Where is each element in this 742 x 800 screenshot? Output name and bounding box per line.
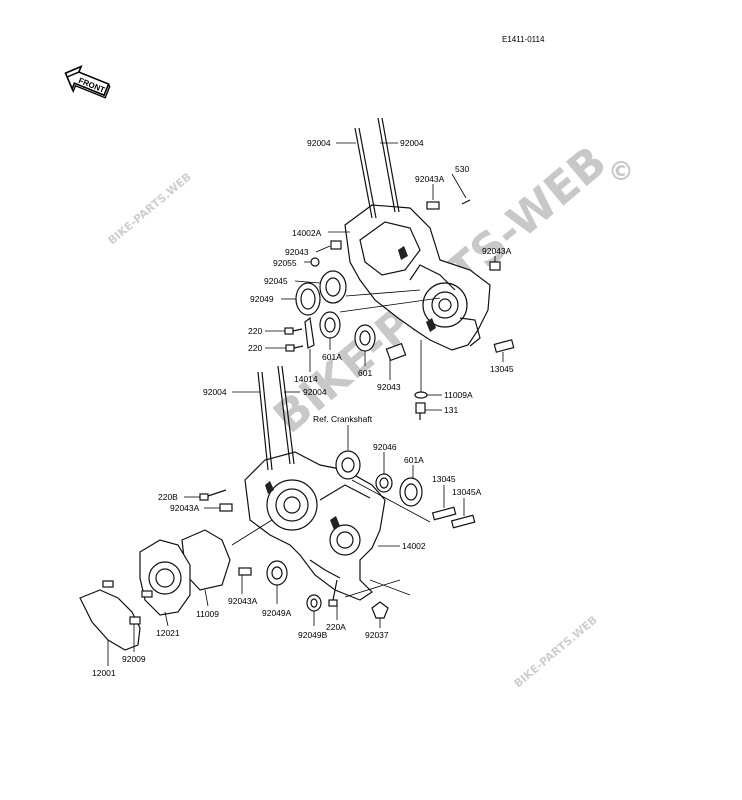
pin-530	[461, 199, 471, 205]
part-label: 92055	[273, 258, 297, 268]
part-labels: 92004 92004 530 92043A 14002A 92043 9205…	[92, 138, 514, 678]
dowel-92043-top	[330, 240, 342, 250]
dowel-92043A-low	[238, 567, 252, 576]
crankcase-right-half	[344, 204, 491, 351]
plug-131	[415, 402, 426, 420]
oil-seal-92049B	[306, 594, 322, 612]
part-label: 92049	[250, 294, 274, 304]
part-label: 92043	[285, 247, 309, 257]
crankcase-left-half	[244, 451, 386, 601]
clamp-92037	[371, 601, 389, 619]
bearing-601A-top	[319, 311, 341, 339]
leader-lines	[107, 142, 504, 666]
part-label: 11009	[196, 609, 219, 619]
part-label: 92037	[365, 630, 389, 640]
ring-92055	[310, 257, 320, 267]
part-label: 14002	[402, 541, 426, 551]
part-label: 601A	[404, 455, 424, 465]
stud-bolts-top	[354, 117, 400, 219]
bearing-92045	[319, 270, 347, 304]
part-label: 92043A	[170, 503, 200, 513]
part-label: 13045	[432, 474, 456, 484]
bracket-14014	[304, 316, 315, 349]
part-label: 220	[248, 326, 262, 336]
screw-cover-top	[102, 580, 114, 588]
bearing-ref-crankshaft	[335, 450, 361, 480]
watermark-small-top: BIKE-PARTS.WEB	[106, 170, 194, 247]
part-label: 92043A	[482, 246, 512, 256]
dowel-92043A-right	[489, 261, 501, 271]
part-label: 601A	[322, 352, 342, 362]
part-label: 92009	[122, 654, 146, 664]
part-label: 13045	[490, 364, 514, 374]
part-label: 14014	[294, 374, 318, 384]
cover-12001	[79, 589, 141, 651]
part-label: 601	[358, 368, 372, 378]
sleeve-92043-mid	[385, 342, 407, 362]
dowel-92043A-top	[426, 201, 440, 210]
part-label: 220	[248, 343, 262, 353]
part-label: 92004	[307, 138, 331, 148]
plate-13045-mid	[431, 506, 457, 521]
part-label: 220A	[326, 622, 346, 632]
washer-11009A	[414, 391, 428, 399]
plate-13045-top	[493, 339, 515, 353]
part-label: 92046	[373, 442, 397, 452]
part-label: 92004	[400, 138, 424, 148]
part-label: 92043	[377, 382, 401, 392]
part-label: 220B	[158, 492, 178, 502]
bolt-220A	[328, 579, 338, 607]
dowel-92043A-mid	[219, 503, 233, 512]
part-label: 530	[455, 164, 469, 174]
screw-92009	[129, 616, 141, 625]
cover-12021	[139, 539, 191, 616]
stud-bolts-lower	[257, 365, 295, 471]
part-label: 92045	[264, 276, 288, 286]
part-label: 92004	[303, 387, 327, 397]
part-label: 92049B	[298, 630, 328, 640]
plate-13045A	[450, 514, 476, 529]
reference-note: Ref. Crankshaft	[313, 414, 373, 424]
diagram-code: E1411-0114	[502, 35, 545, 44]
bolt-220-b	[285, 344, 304, 352]
part-label: 131	[444, 405, 458, 415]
front-arrow-icon: FRONT	[64, 65, 111, 99]
watermark-copyright: ©	[608, 157, 634, 187]
oil-seal-92049A	[266, 560, 288, 586]
bolt-220B	[199, 489, 227, 501]
part-label: 13045A	[452, 487, 482, 497]
part-label: 11009A	[444, 390, 473, 400]
oil-seal-92049	[295, 282, 321, 316]
part-label: 12021	[156, 628, 180, 638]
part-label: 92043A	[415, 174, 445, 184]
bearing-601	[354, 324, 376, 352]
part-label: 92004	[203, 387, 227, 397]
part-label: 14002A	[292, 228, 322, 238]
screw-cover-mid	[141, 590, 153, 598]
bearing-92046	[375, 473, 393, 493]
bearing-601A-mid	[399, 477, 423, 507]
part-label: 12001	[92, 668, 116, 678]
part-label: 92043A	[228, 596, 258, 606]
bolt-220-a	[284, 327, 303, 335]
part-label: 92049A	[262, 608, 292, 618]
watermark-small-bottom: BIKE-PARTS.WEB	[512, 613, 600, 690]
